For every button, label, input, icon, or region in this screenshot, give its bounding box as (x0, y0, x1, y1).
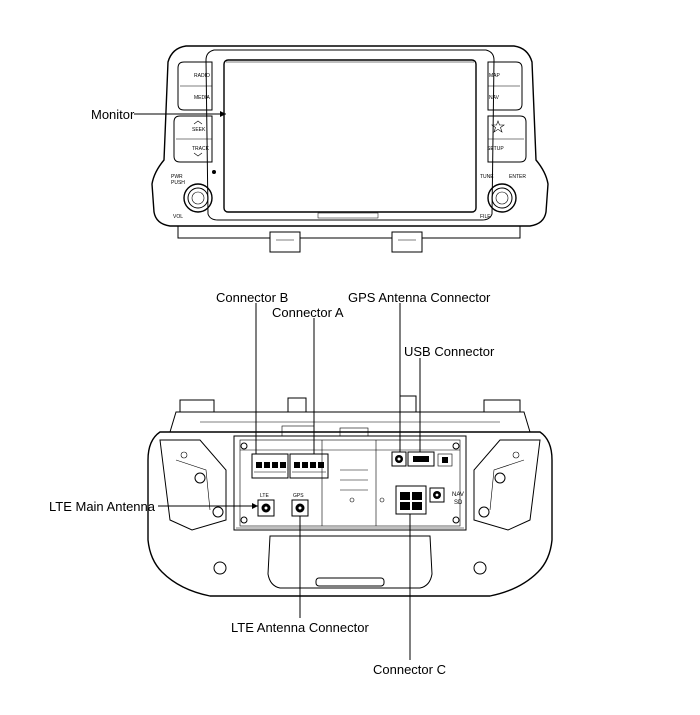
head-unit-rear: LTE GPS NAV SD (147, 395, 553, 597)
track-button-label[interactable]: TRACK (192, 146, 210, 152)
connector-a-port (289, 453, 329, 479)
seek-button-label[interactable]: SEEK (192, 127, 206, 133)
nav-rear-label: NAV (452, 492, 464, 498)
leader-lines (134, 111, 421, 660)
star-favorite-icon[interactable] (491, 120, 505, 133)
callout-labels: Monitor Connector B GPS Antenna Connecto… (49, 107, 495, 677)
track-down-icon (193, 152, 203, 157)
media-button-label[interactable]: MEDIA (194, 95, 211, 101)
monitor-label: Monitor (91, 107, 135, 122)
push-label: PUSH (171, 180, 185, 186)
tune-label: TUNE (480, 174, 494, 180)
usb-port (407, 451, 435, 467)
map-button-label[interactable]: MAP (489, 73, 501, 79)
lte-main-antenna-label: LTE Main Antenna (49, 499, 156, 514)
left-button-group: RADIO MEDIA SEEK TRACK (173, 61, 213, 163)
lte-main-antenna-port (257, 499, 275, 517)
connector-c-port (395, 485, 427, 515)
volume-knob[interactable] (183, 170, 216, 213)
vol-label: VOL (173, 214, 183, 220)
nav-button-label[interactable]: NAV (489, 95, 500, 101)
file-label: FILE (480, 214, 491, 220)
lte-port-label: LTE (260, 493, 269, 499)
usb-connector-label: USB Connector (404, 344, 495, 359)
tune-knob[interactable] (487, 183, 517, 213)
monitor-screen (223, 59, 477, 213)
right-button-group: MAP NAV SETUP (487, 61, 527, 163)
connector-b-port (251, 453, 289, 479)
setup-button-label[interactable]: SETUP (487, 146, 504, 152)
connector-c-label: Connector C (373, 662, 446, 677)
enter-label: ENTER (509, 174, 526, 180)
gps-port-label: GPS (293, 493, 304, 499)
connector-a-label: Connector A (272, 305, 344, 320)
gps-antenna-connector-label: GPS Antenna Connector (348, 290, 491, 305)
seek-up-icon (193, 120, 203, 125)
lte-antenna-connector-label: LTE Antenna Connector (231, 620, 369, 635)
gps-antenna-port (391, 451, 407, 467)
head-unit-front: RADIO MEDIA SEEK TRACK MAP NAV SETUP PWR… (151, 45, 549, 253)
radio-button-label[interactable]: RADIO (194, 73, 210, 79)
sd-rear-label: SD (454, 500, 463, 506)
pwr-label: PWR (171, 174, 183, 180)
connector-b-label: Connector B (216, 290, 288, 305)
